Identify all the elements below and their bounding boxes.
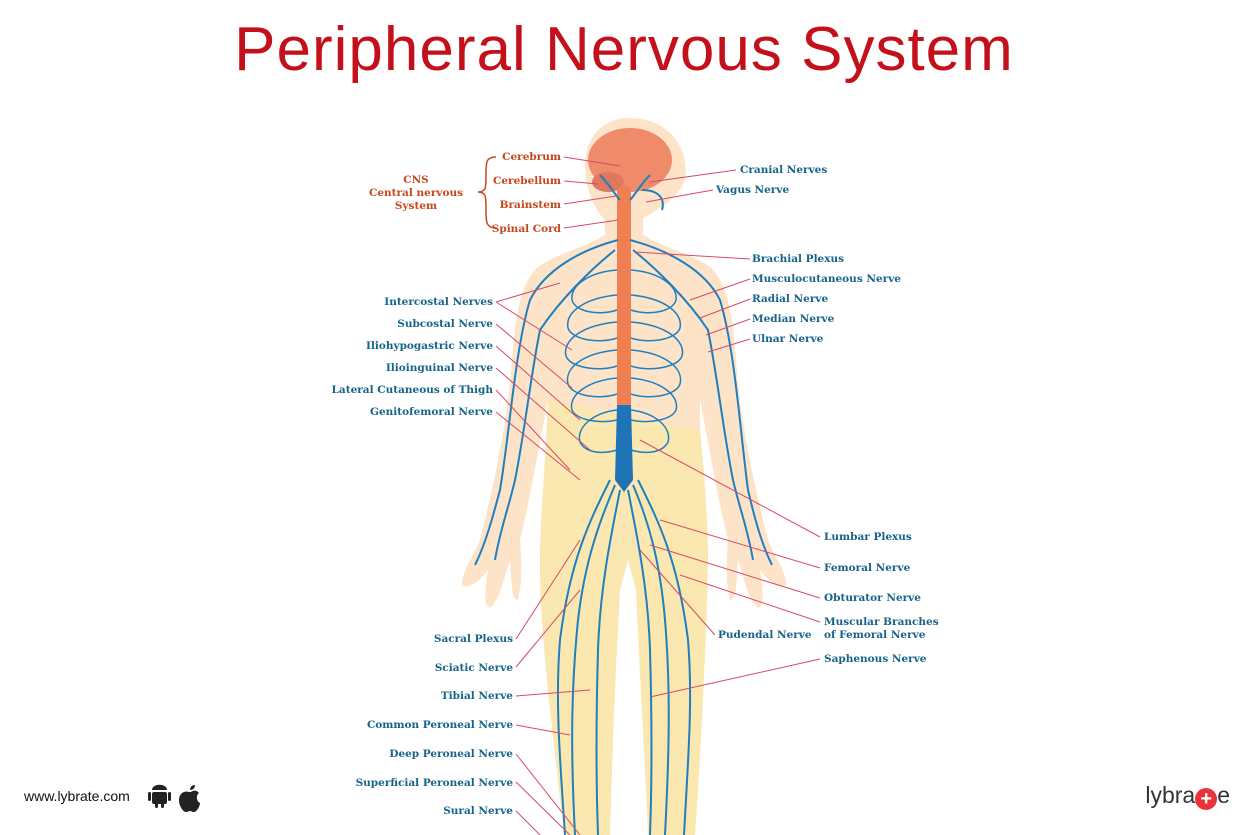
label-cerebellum: Cerebellum bbox=[493, 175, 561, 187]
label-superficial-peroneal-nerve: Superficial Peroneal Nerve bbox=[356, 777, 514, 789]
label-sacral-plexus: Sacral Plexus bbox=[434, 633, 513, 645]
label-sciatic-nerve: Sciatic Nerve bbox=[435, 662, 514, 674]
peripheral-nerves bbox=[474, 174, 773, 835]
cns-label-line: CNS bbox=[403, 174, 429, 186]
cns-label-line: Central nervous bbox=[369, 187, 463, 199]
cns-part-labels: Cerebrum Cerebellum Brainstem Spinal Cor… bbox=[492, 151, 562, 235]
label-brachial-plexus: Brachial Plexus bbox=[752, 253, 844, 265]
label-obturator-nerve: Obturator Nerve bbox=[824, 592, 921, 604]
label-common-peroneal-nerve: Common Peroneal Nerve bbox=[367, 719, 513, 731]
central-nervous-system bbox=[588, 128, 672, 492]
label-ilioinguinal-nerve: Ilioinguinal Nerve bbox=[386, 362, 493, 374]
spinal-cord bbox=[617, 185, 631, 410]
logo-text: lybra bbox=[1145, 782, 1196, 808]
cauda-equina bbox=[615, 405, 633, 492]
label-deep-peroneal-nerve: Deep Peroneal Nerve bbox=[389, 748, 513, 760]
label-radial-nerve: Radial Nerve bbox=[752, 293, 828, 305]
label-lumbar-plexus: Lumbar Plexus bbox=[824, 531, 912, 543]
label-ulnar-nerve: Ulnar Nerve bbox=[752, 333, 824, 345]
page-title: Peripheral Nervous System bbox=[234, 15, 1014, 84]
label-spinal-cord: Spinal Cord bbox=[492, 223, 562, 235]
apple-icon[interactable] bbox=[179, 785, 200, 812]
label-muscular-branches-line1: Muscular Branches bbox=[824, 616, 939, 628]
label-sural-nerve: Sural Nerve bbox=[443, 805, 513, 817]
label-saphenous-nerve: Saphenous Nerve bbox=[824, 653, 927, 665]
right-lower-labels: Lumbar Plexus Femoral Nerve Obturator Ne… bbox=[718, 531, 939, 665]
left-mid-labels: Intercostal Nerves Subcostal Nerve Ilioh… bbox=[332, 296, 494, 418]
cns-brace bbox=[477, 156, 497, 229]
cns-label-line: System bbox=[395, 200, 437, 212]
label-genitofemoral-nerve: Genitofemoral Nerve bbox=[370, 406, 493, 418]
label-vagus-nerve: Vagus Nerve bbox=[715, 184, 789, 196]
label-brainstem: Brainstem bbox=[500, 199, 561, 211]
leader-lines bbox=[495, 156, 821, 835]
footer-url[interactable]: www.lybrate.com bbox=[24, 788, 130, 804]
label-iliohypogastric-nerve: Iliohypogastric Nerve bbox=[366, 340, 493, 352]
left-lower-labels: Sacral Plexus Sciatic Nerve Tibial Nerve… bbox=[356, 633, 514, 817]
label-subcostal-nerve: Subcostal Nerve bbox=[397, 318, 493, 330]
android-icon[interactable] bbox=[148, 784, 171, 808]
label-intercostal-nerves: Intercostal Nerves bbox=[384, 296, 493, 308]
right-upper-labels: Cranial Nerves Vagus Nerve Brachial Plex… bbox=[715, 164, 901, 345]
brand-logo[interactable]: lybra+e bbox=[1145, 782, 1230, 810]
label-median-nerve: Median Nerve bbox=[752, 313, 835, 325]
label-musculocutaneous-nerve: Musculocutaneous Nerve bbox=[752, 273, 901, 285]
label-muscular-branches-line2: of Femoral Nerve bbox=[824, 629, 926, 641]
label-cerebrum: Cerebrum bbox=[502, 151, 561, 163]
label-femoral-nerve: Femoral Nerve bbox=[824, 562, 911, 574]
label-tibial-nerve: Tibial Nerve bbox=[441, 690, 513, 702]
label-pudendal-nerve: Pudendal Nerve bbox=[718, 629, 812, 641]
cns-group-label: CNS Central nervous System bbox=[369, 174, 463, 212]
label-lateral-cutaneous-thigh: Lateral Cutaneous of Thigh bbox=[332, 384, 494, 396]
logo-plus-icon: + bbox=[1195, 788, 1218, 810]
intercostal-nerves bbox=[564, 269, 684, 454]
label-cranial-nerves: Cranial Nerves bbox=[740, 164, 827, 176]
logo-text-end: e bbox=[1217, 782, 1230, 808]
cerebellum bbox=[592, 172, 624, 192]
